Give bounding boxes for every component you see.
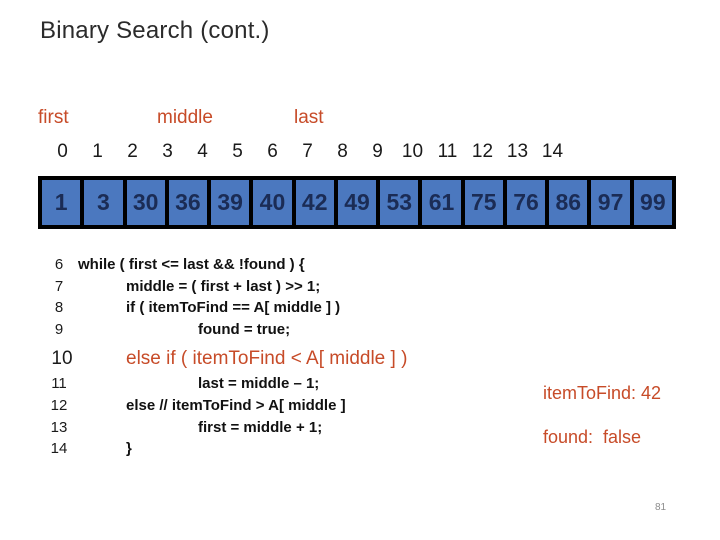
index-label: 0 — [57, 141, 68, 162]
index-label: 6 — [267, 141, 278, 162]
array-cell: 40 — [253, 180, 292, 225]
index-label: 1 — [92, 141, 103, 162]
code-line-text: if ( itemToFind == A[ middle ] ) — [126, 299, 341, 317]
code-line-number: 9 — [54, 320, 64, 338]
array-cell: 30 — [126, 180, 165, 225]
array-cell: 75 — [464, 180, 503, 225]
index-label: 14 — [541, 141, 564, 162]
array-cell: 61 — [422, 180, 461, 225]
index-label: 10 — [401, 141, 424, 162]
code-line: 14 } — [49, 440, 529, 462]
code-block: 6 while ( first <= last && !found ) { 7 … — [49, 256, 529, 462]
code-line-text: middle = ( first + last ) >> 1; — [126, 277, 321, 295]
code-line-number: 6 — [54, 256, 64, 273]
index-label: 5 — [232, 141, 243, 162]
code-line: 9 found = true; — [49, 321, 529, 343]
array-cell: 49 — [337, 180, 377, 225]
array-cell: 53 — [380, 180, 419, 225]
code-line-text: else // itemToFind > A[ middle ] — [126, 396, 346, 414]
code-line-text: while ( first <= last && !found ) { — [78, 256, 305, 273]
array-cell: 76 — [506, 180, 546, 225]
index-label: 13 — [506, 141, 529, 162]
pointer-label-middle: middle — [157, 107, 213, 128]
index-label: 7 — [302, 141, 313, 162]
index-label: 3 — [162, 141, 173, 162]
code-line-number: 12 — [50, 396, 68, 414]
code-line-text: found = true; — [198, 320, 291, 338]
array-cell: 86 — [549, 180, 588, 225]
index-row: 0 1 2 3 4 5 6 7 8 9 10 11 12 13 14 — [45, 141, 570, 163]
found-value: found: false — [543, 427, 642, 447]
index-label: 12 — [471, 141, 494, 162]
code-line-number: 11 — [51, 375, 67, 393]
code-line-text: last = middle – 1; — [198, 375, 320, 393]
page-number: 81 — [655, 502, 667, 513]
index-label: 8 — [337, 141, 348, 162]
array-cell: 97 — [591, 180, 630, 225]
array-boxes: 1 3 30 36 39 40 42 49 53 61 75 76 86 97 … — [38, 176, 676, 229]
code-line-text: } — [126, 440, 132, 458]
code-line-highlighted: 10 else if ( itemToFind < A[ middle ] ) — [49, 342, 529, 375]
array-cell: 1 — [42, 180, 81, 225]
code-line-number: 10 — [51, 347, 73, 369]
code-line: 7 middle = ( first + last ) >> 1; — [49, 278, 529, 300]
item-to-find-value: itemToFind: 42 — [543, 383, 662, 403]
code-line-number: 8 — [54, 299, 64, 317]
index-label: 9 — [372, 141, 383, 162]
code-line: 13 first = middle + 1; — [49, 419, 529, 441]
code-line: 12 else // itemToFind > A[ middle ] — [49, 397, 529, 419]
array-cell: 99 — [633, 180, 672, 225]
code-line: 11 last = middle – 1; — [49, 375, 529, 397]
array-cell: 39 — [211, 180, 250, 225]
code-line-text: else if ( itemToFind < A[ middle ] ) — [126, 347, 408, 369]
code-line-number: 14 — [50, 440, 68, 458]
array-cell: 3 — [84, 180, 123, 225]
array-cell: 36 — [168, 180, 208, 225]
code-line-text: first = middle + 1; — [198, 418, 323, 436]
code-line-number: 13 — [50, 418, 68, 436]
slide-title: Binary Search (cont.) — [40, 17, 270, 44]
code-line-number: 7 — [54, 277, 64, 295]
index-label: 4 — [197, 141, 208, 162]
index-label: 11 — [437, 141, 458, 162]
array-cell: 42 — [295, 180, 334, 225]
pointer-label-last: last — [294, 107, 324, 128]
code-line: 8 if ( itemToFind == A[ middle ] ) — [49, 299, 529, 321]
index-label: 2 — [127, 141, 138, 162]
pointer-label-first: first — [38, 107, 69, 128]
code-line: 6 while ( first <= last && !found ) { — [49, 256, 529, 278]
